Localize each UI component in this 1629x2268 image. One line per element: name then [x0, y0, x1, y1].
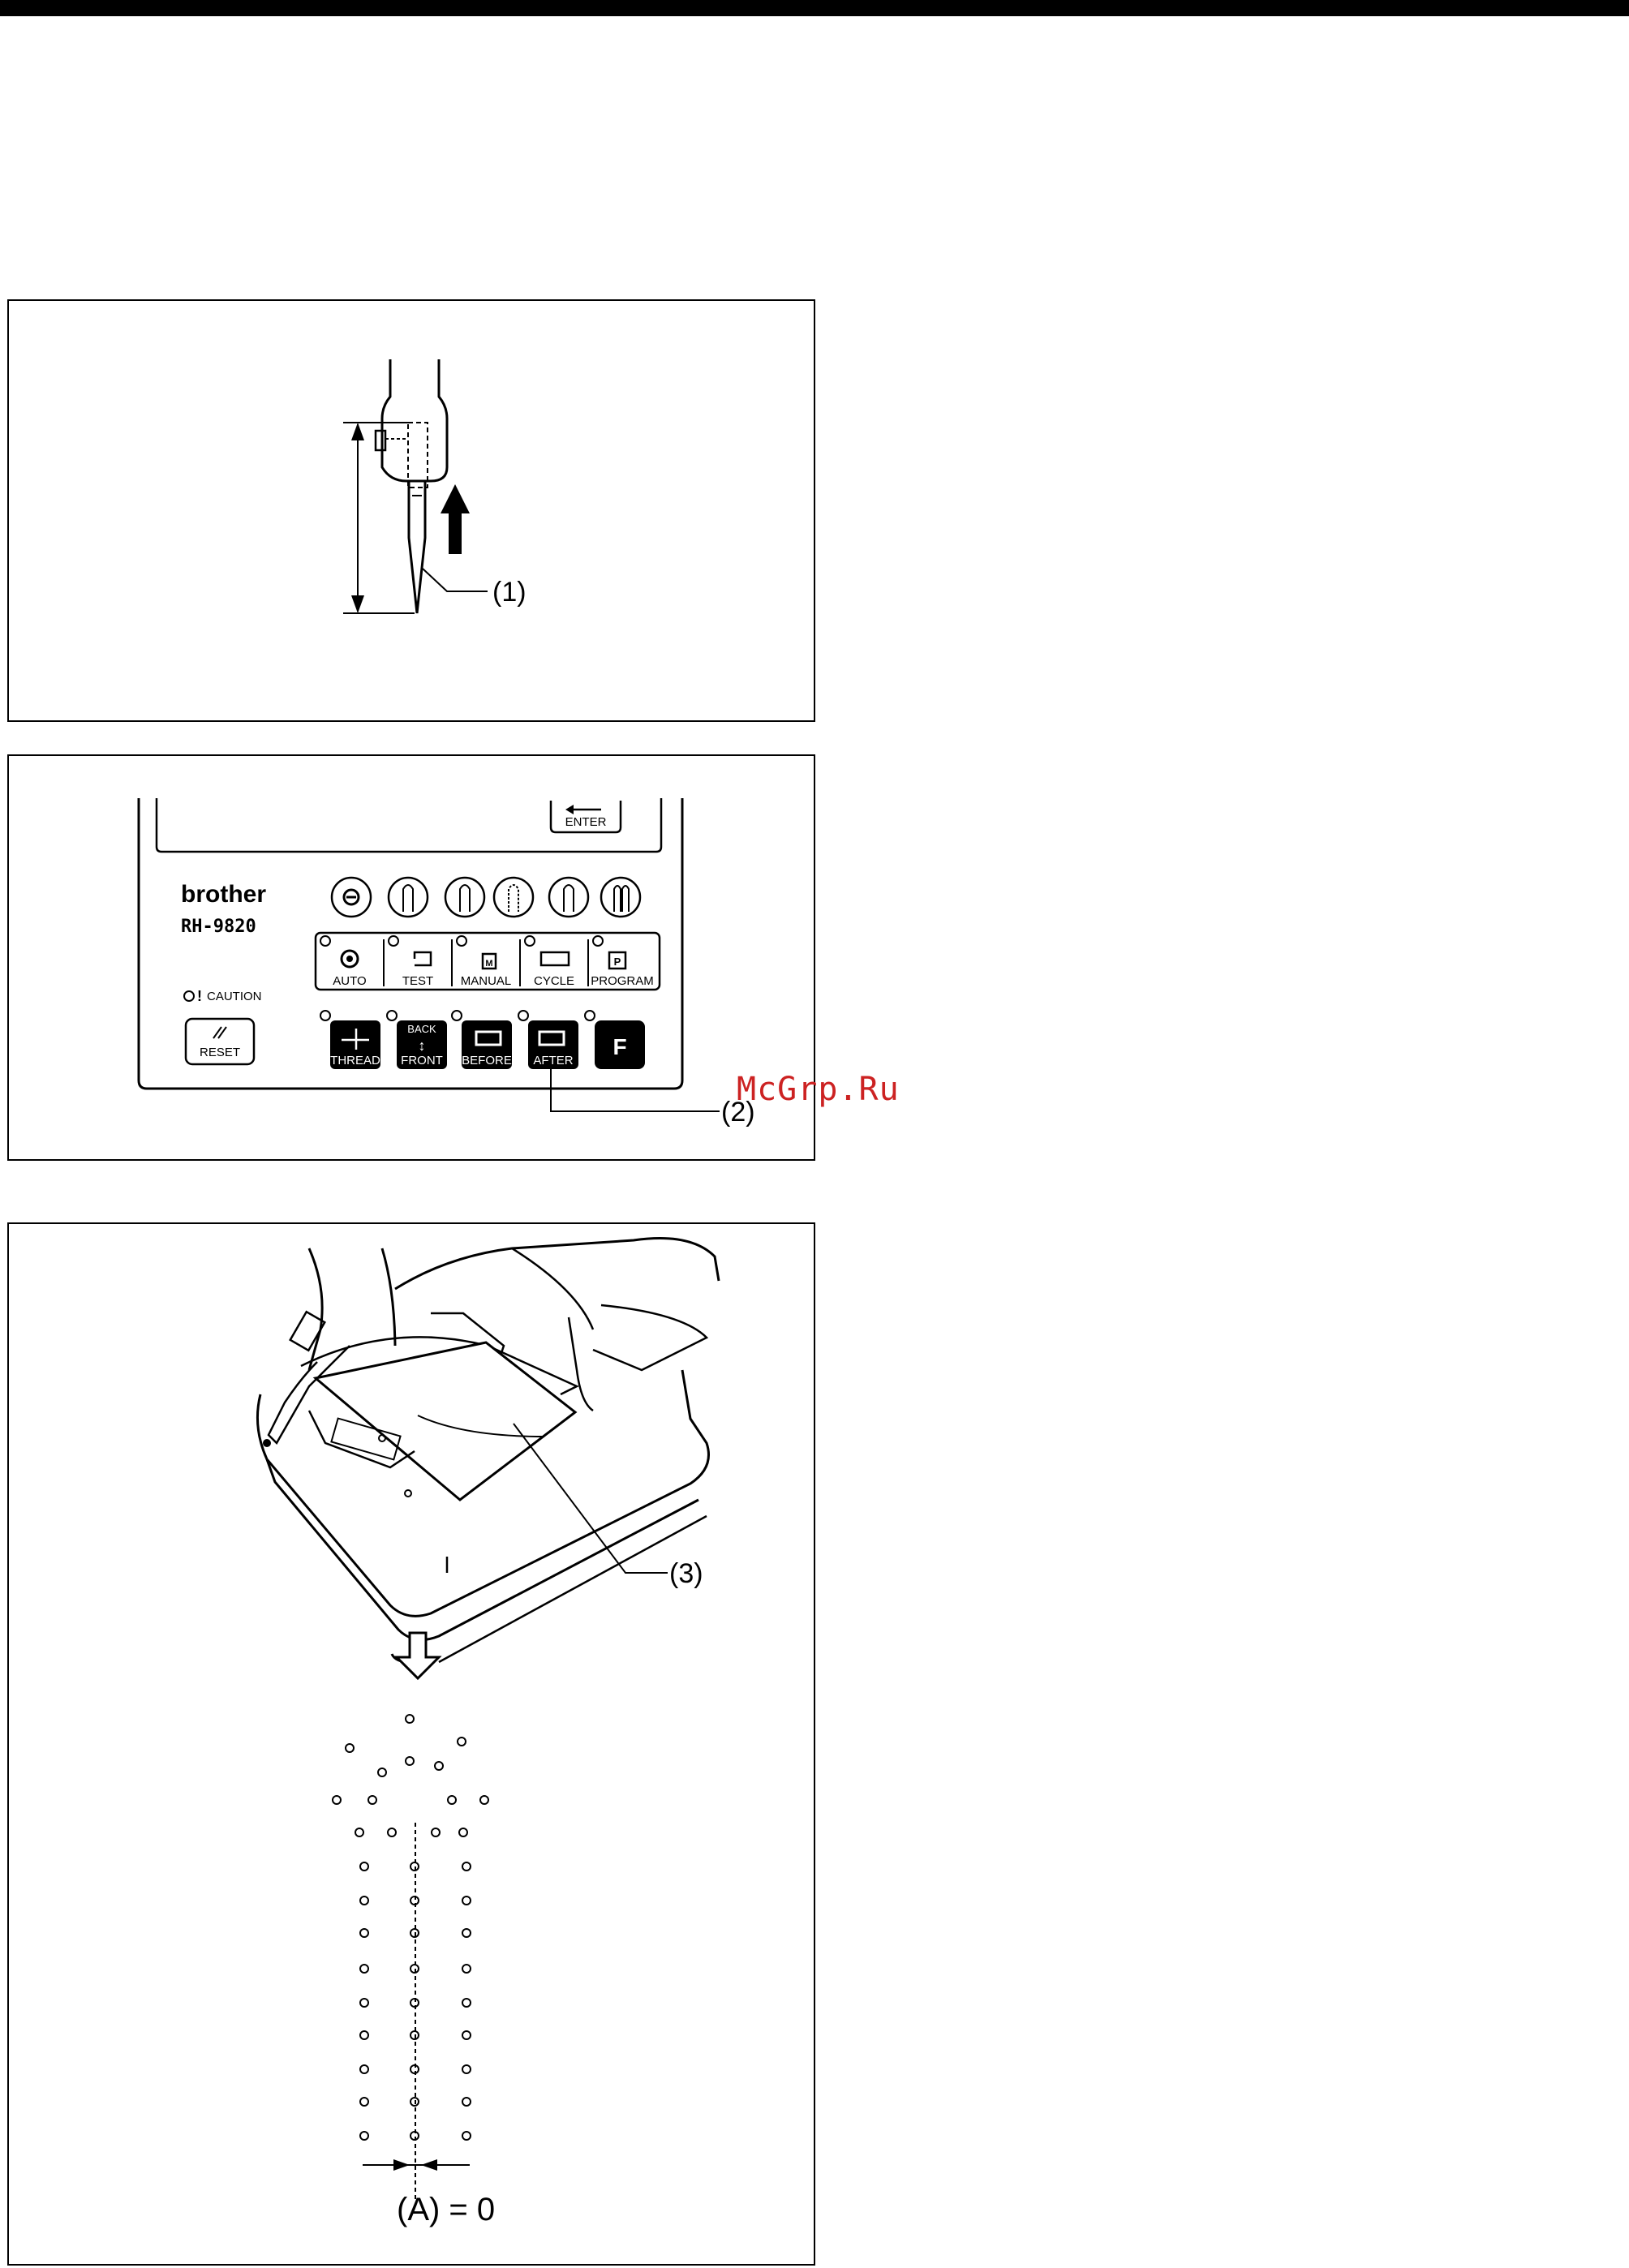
f-button[interactable]: F [595, 1020, 645, 1069]
stitch-dot [360, 2098, 368, 2106]
svg-text:RESET: RESET [200, 1046, 240, 1059]
stitch-dot [368, 1796, 376, 1804]
caution-label: CAUTION [207, 990, 262, 1003]
back-front-button[interactable]: BACK ↕ FRONT [397, 1020, 447, 1069]
stitch-dot [462, 2132, 471, 2140]
stitch-dot [378, 1768, 386, 1776]
mode-key-program[interactable]: PROGRAM [591, 974, 654, 988]
stitch-dot [458, 1738, 466, 1746]
stitch-dot [462, 2065, 471, 2073]
control-panel-diagram: ENTER brother RH-9820 [9, 756, 817, 1162]
shape-key-row [332, 878, 640, 917]
stitch-dot [462, 1862, 471, 1871]
stitch-dot [346, 1744, 354, 1752]
watermark: McGrp.Ru [737, 1071, 900, 1108]
stitch-dot [462, 1999, 471, 2007]
mode-key-test[interactable]: TEST [402, 974, 433, 988]
bottom-led-row [320, 1011, 595, 1020]
svg-text:AFTER: AFTER [533, 1054, 573, 1067]
thread-button[interactable]: THREAD [330, 1020, 380, 1069]
needle-diagram: (1) [9, 301, 817, 724]
stitch-dot [388, 1828, 396, 1836]
reset-button[interactable]: RESET [186, 1019, 254, 1064]
stitch-dot [406, 1715, 414, 1723]
stitch-dot [360, 2065, 368, 2073]
stitch-dot [360, 1965, 368, 1973]
stitch-dot [360, 1929, 368, 1937]
caution-icon: ! [197, 988, 202, 1004]
figure-needle-panel: (1) [7, 299, 815, 722]
stitch-dot [459, 1828, 467, 1836]
stitch-dot [448, 1796, 456, 1804]
stitch-dot [360, 1862, 368, 1871]
stitch-dot [406, 1757, 414, 1765]
svg-text:↕: ↕ [419, 1037, 426, 1054]
mode-key-auto[interactable]: AUTO [333, 974, 366, 988]
svg-text:P: P [614, 956, 621, 968]
caution-led [184, 991, 194, 1001]
stitch-dot [462, 2031, 471, 2039]
svg-text:M: M [485, 959, 492, 969]
svg-text:F: F [612, 1034, 626, 1059]
stitch-dot [462, 1896, 471, 1905]
mode-key-manual[interactable]: MANUAL [461, 974, 512, 988]
mode-key-cycle[interactable]: CYCLE [534, 974, 574, 988]
callout-3: (3) [669, 1558, 703, 1589]
mode-led-row [320, 936, 603, 946]
brand-logo: brother [181, 881, 266, 908]
stitch-dot [360, 2132, 368, 2140]
stitch-dot [360, 1896, 368, 1905]
stitch-dot [462, 1965, 471, 1973]
stitch-dot [360, 1999, 368, 2007]
before-button[interactable]: BEFORE [462, 1020, 512, 1069]
stitch-dot [355, 1828, 363, 1836]
svg-text:BEFORE: BEFORE [462, 1054, 512, 1067]
stitch-dot [333, 1796, 341, 1804]
down-arrow-icon [397, 1633, 439, 1678]
svg-text:FRONT: FRONT [401, 1054, 443, 1067]
model-label: RH-9820 [181, 917, 256, 937]
stitch-dot [435, 1762, 443, 1770]
machine-diagram: (3) (A) = 0 [9, 1224, 817, 2267]
svg-text:THREAD: THREAD [330, 1054, 380, 1067]
stitch-dot [480, 1796, 488, 1804]
figure-machine-panel: (3) (A) = 0 [7, 1222, 815, 2266]
stitch-dot [432, 1828, 440, 1836]
svg-text:ENTER: ENTER [565, 815, 607, 829]
measure-label: (A) = 0 [397, 2192, 495, 2227]
stitch-dot [360, 2031, 368, 2039]
stitch-dot [462, 1929, 471, 1937]
callout-1: (1) [492, 577, 527, 608]
after-button[interactable]: AFTER [528, 1020, 578, 1069]
figure-control-panel: ENTER brother RH-9820 [7, 754, 815, 1161]
top-rule [0, 0, 1629, 16]
svg-text:BACK: BACK [407, 1023, 436, 1035]
stitch-dot [462, 2098, 471, 2106]
enter-button[interactable]: ENTER [551, 801, 621, 832]
stitch-pattern [333, 1715, 488, 2140]
